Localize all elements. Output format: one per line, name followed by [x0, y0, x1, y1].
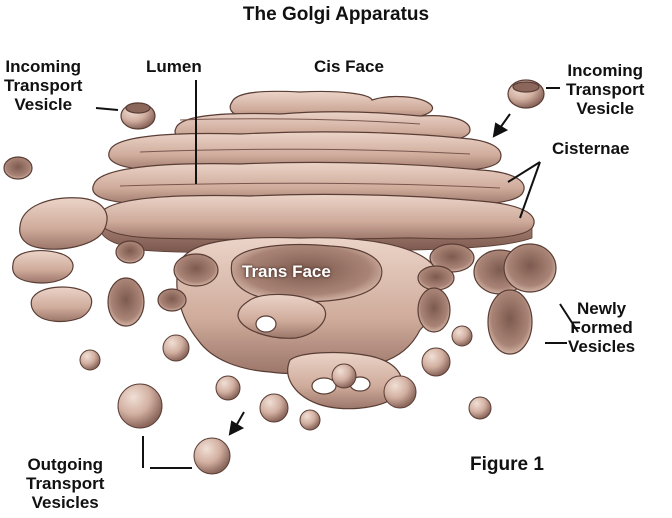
- diagram-title: The Golgi Apparatus: [242, 4, 430, 25]
- outgoing-vesicles: [79, 325, 492, 475]
- cup-vesicle: [19, 197, 108, 250]
- cup-vesicle: [107, 277, 145, 327]
- arrow-head: [492, 122, 509, 138]
- leader-cisternae-b: [519, 161, 541, 219]
- sphere-vesicle: [259, 393, 289, 423]
- label-line: Formed: [570, 318, 633, 337]
- lumen-edge: [179, 118, 421, 125]
- sphere-vesicle: [299, 409, 321, 431]
- sphere-vesicle: [215, 375, 241, 401]
- label-line: Vesicles: [31, 493, 99, 512]
- trans-hole: [255, 315, 277, 333]
- cisterna-5: [98, 193, 535, 241]
- arrows: [228, 113, 511, 436]
- label-trans-face: Trans Face: [242, 262, 331, 281]
- cup-vesicle: [173, 253, 219, 287]
- label-line: Transport: [4, 76, 83, 95]
- label-line: Newly: [576, 299, 627, 318]
- label-lumen: Lumen: [146, 57, 202, 76]
- cisternae-stack: [92, 90, 535, 253]
- label-line: Incoming: [567, 61, 643, 80]
- arrow-shaft: [235, 411, 245, 427]
- leader-lines: [95, 80, 579, 469]
- arrow-head: [228, 420, 245, 436]
- label-outgoing-transport-vesicles: Outgoing Transport Vesicles: [26, 455, 104, 512]
- sphere-vesicle: [331, 363, 357, 389]
- label-cisternae: Cisternae: [552, 139, 630, 158]
- cisterna-side: [98, 213, 533, 253]
- cup-vesicle: [503, 243, 557, 293]
- cup-vesicle: [30, 286, 93, 323]
- sphere-vesicle: [79, 349, 101, 371]
- label-line: Transport: [566, 80, 645, 99]
- sphere-vesicle: [421, 347, 451, 377]
- label-line: Outgoing: [27, 455, 103, 474]
- incoming-vesicles: [120, 79, 545, 130]
- lumen-edge: [119, 182, 501, 189]
- arrow-shaft: [499, 113, 511, 129]
- trans-hole: [311, 377, 337, 395]
- incoming-vesicle-left-opening: [125, 102, 151, 114]
- cup-vesicle: [417, 287, 451, 333]
- cup-vesicle: [3, 156, 33, 180]
- label-line: Vesicle: [576, 99, 635, 118]
- leader-newly-formed-a: [559, 303, 579, 333]
- sphere-vesicle: [468, 396, 492, 420]
- leader-incoming-left: [95, 107, 119, 111]
- label-line: Vesicles: [568, 337, 636, 356]
- sphere-vesicle: [162, 334, 190, 362]
- sphere-vesicle: [383, 375, 417, 409]
- label-line: Vesicle: [14, 95, 73, 114]
- sphere-vesicle: [451, 325, 473, 347]
- label-line: Transport: [26, 474, 105, 493]
- label-line: Incoming: [5, 57, 81, 76]
- incoming-vesicle-right-opening: [512, 81, 540, 93]
- sphere-vesicle: [193, 437, 231, 475]
- cup-vesicle: [12, 250, 74, 284]
- label-incoming-transport-vesicle-right: Incoming Transport Vesicle: [566, 61, 644, 118]
- label-incoming-transport-vesicle-left: Incoming Transport Vesicle: [4, 57, 82, 114]
- figure-caption: Figure 1: [470, 454, 544, 475]
- label-cis-face: Cis Face: [314, 57, 384, 76]
- sphere-vesicle: [117, 383, 163, 429]
- cup-vesicle: [417, 265, 455, 291]
- cup-vesicle: [157, 288, 187, 312]
- budding-vesicles: [3, 156, 557, 355]
- leader-cisternae-a: [507, 161, 541, 183]
- cup-vesicle: [487, 289, 533, 355]
- lumen-edge: [139, 148, 471, 155]
- label-newly-formed-vesicles: Newly Formed Vesicles: [568, 299, 635, 356]
- cup-vesicle: [115, 240, 145, 264]
